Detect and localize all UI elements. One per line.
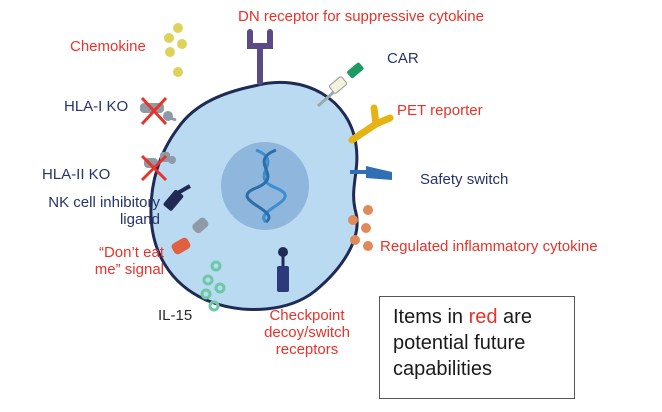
label-checkpoint: Checkpoint decoy/switch receptors [252, 307, 362, 358]
label-dont-eat-me: “Don’t eat me” signal [60, 244, 164, 278]
label-checkpoint-line1: Checkpoint [269, 307, 345, 324]
label-nk-ligand-line2: ligand [119, 211, 160, 228]
label-nk-ligand: NK cell inhibitory ligand [2, 194, 160, 228]
safety-switch-icon [350, 166, 392, 180]
pet-reporter-icon [348, 104, 394, 144]
label-nk-ligand-line1: NK cell inhibitory [48, 194, 160, 211]
dont-eat-me-icon [171, 217, 209, 255]
chemokine-dots [164, 23, 187, 77]
checkpoint-receptor-icon [277, 247, 289, 292]
label-dont-eat-me-line2: me” signal [94, 261, 164, 278]
label-hla2-ko: HLA-II KO [42, 166, 111, 183]
note-line1-red: red [468, 306, 498, 328]
note-line3: capabilities [393, 358, 492, 380]
cytokine-dots [348, 205, 373, 251]
note-line2: potential future [393, 332, 526, 354]
label-car: CAR [387, 50, 419, 67]
note-line1: Items in red are [393, 304, 574, 330]
label-hla1-ko: HLA-I KO [64, 98, 129, 115]
dn-receptor-icon [247, 29, 273, 85]
label-dn-receptor: DN receptor for suppressive cytokine [238, 8, 484, 25]
label-dont-eat-me-line1: “Don’t eat [98, 244, 164, 261]
note-line1-post: are [497, 306, 532, 328]
label-safety-switch: Safety switch [420, 171, 509, 188]
label-il15: IL-15 [158, 307, 193, 324]
label-chemokine: Chemokine [70, 38, 146, 55]
hla2-ko-icon [140, 152, 176, 182]
label-checkpoint-line2: decoy/switch [264, 324, 350, 341]
nk-ligand-icon [163, 184, 191, 211]
legend-note-box: Items in red are potential future capabi… [379, 296, 575, 399]
nucleus [221, 142, 309, 230]
label-regulated-cytokine: Regulated inflammatory cytokine [380, 238, 598, 255]
il15-dots [200, 260, 226, 312]
note-line1-pre: Items in [393, 306, 469, 328]
label-pet-reporter: PET reporter [397, 102, 483, 119]
dna-helix-icon [245, 148, 287, 224]
label-checkpoint-line3: receptors [275, 341, 339, 358]
hla1-ko-icon [140, 96, 177, 126]
car-icon [317, 62, 364, 108]
